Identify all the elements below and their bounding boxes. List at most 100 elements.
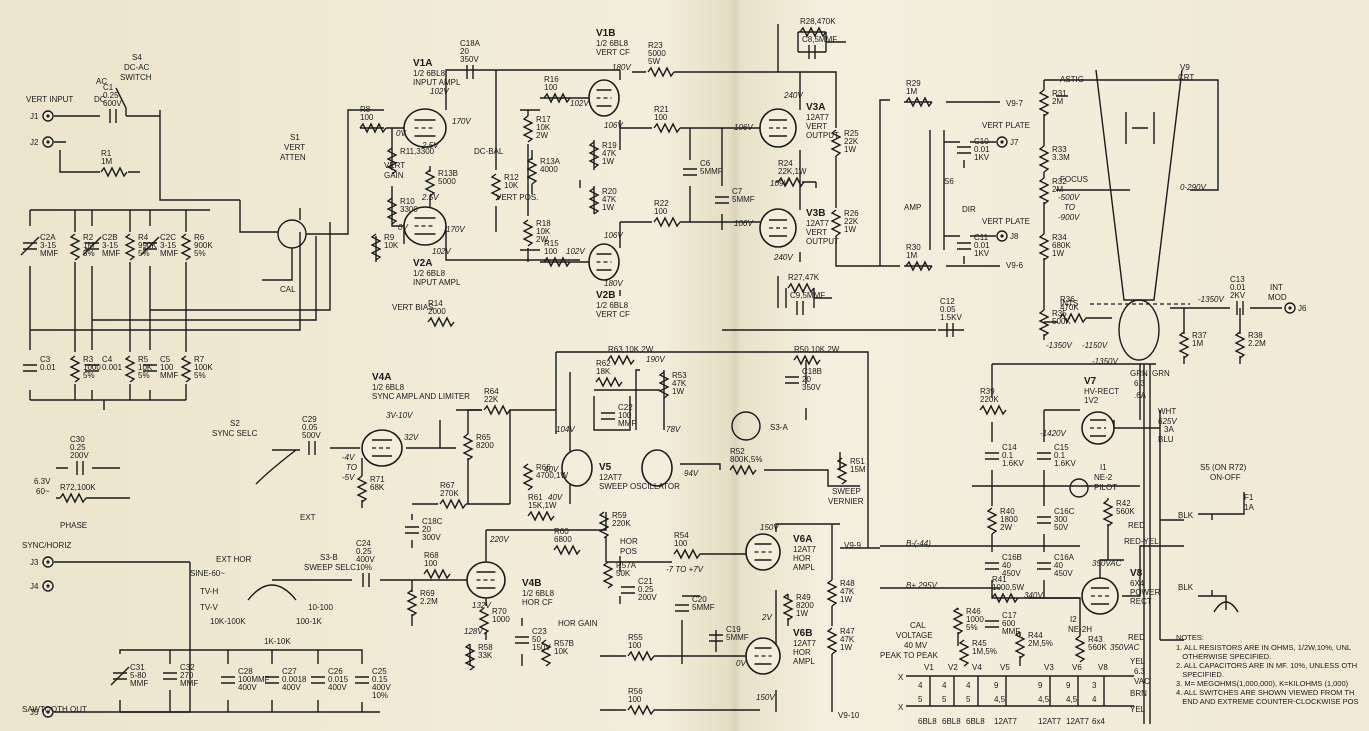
capacitor-label: 0.25: [103, 91, 119, 100]
capacitor-symbol: [957, 242, 971, 250]
tube-electrodes: [476, 571, 496, 589]
resistor-label: R20: [602, 187, 617, 196]
resistor-label: 47K: [840, 587, 855, 596]
resistor-label: 47K: [602, 149, 617, 158]
tube-electrodes: [769, 219, 787, 237]
jack-j6: J6: [1284, 302, 1307, 314]
resistor-label: 680K: [1052, 241, 1071, 250]
resistor-label: R46: [966, 607, 981, 616]
circuit-label: 1K-10K: [264, 637, 291, 646]
resistor-label: 100: [628, 695, 642, 704]
resistor-symbol: [124, 233, 136, 261]
resistor-label: 18K: [596, 367, 611, 376]
capacitor-label: 400V: [282, 683, 301, 692]
capacitor-label: 0.25: [638, 585, 654, 594]
resistor-label: R57A: [616, 561, 637, 570]
voltage-reading: -4V: [342, 453, 355, 462]
circuit-label: POS: [620, 547, 637, 556]
resistor-label: 1W: [1052, 249, 1064, 258]
jack-center: [46, 140, 50, 144]
note-line: 2. ALL CAPACITORS ARE IN MF. 10%, UNLESS…: [1176, 661, 1358, 670]
voltage-reading: 2.5V: [421, 193, 439, 202]
resistor-label: 10K: [554, 647, 569, 656]
resistor-symbol: [356, 475, 368, 503]
resistor-label: 2000: [428, 307, 446, 316]
resistor-label: 3.3M: [1052, 153, 1070, 162]
resistor-label: R12: [504, 173, 519, 182]
voltage-reading: 102V: [432, 247, 451, 256]
voltage-reading: 150V: [756, 693, 775, 702]
voltage-reading: 40V: [548, 493, 563, 502]
resistor-symbol: [647, 66, 675, 78]
resistor-label: R9: [384, 233, 395, 242]
voltage-reading: 78V: [666, 425, 681, 434]
resistor-label: R69: [420, 589, 435, 598]
resistor-label: 5%: [83, 249, 95, 258]
resistor-symbol: [522, 115, 534, 143]
capacitor-label: C18A: [460, 39, 481, 48]
resistor-symbol: [462, 433, 474, 461]
resistor-label: 100: [360, 113, 374, 122]
resistor-symbol: [370, 233, 382, 261]
circuit-label: RED: [1128, 521, 1145, 530]
circuit-label: S2: [230, 419, 240, 428]
resistor-label: R25: [844, 129, 859, 138]
voltage-reading: 109V: [770, 179, 789, 188]
resistor-label: 1W: [844, 145, 856, 154]
note-line: 3. M= MEGOHMS(1,000,000), K=KILOHMS (1,0…: [1176, 679, 1349, 688]
resistor-label: R41: [992, 575, 1007, 584]
capacitor-label: 300: [1054, 515, 1068, 524]
heater-x: X: [898, 673, 904, 682]
capacitor-label: C24: [356, 539, 371, 548]
resistor-label: 10K: [536, 227, 551, 236]
jack-j2: J2: [30, 136, 54, 148]
circuit-label: HOR GAIN: [558, 619, 598, 628]
resistor-label: R64: [484, 387, 499, 396]
capacitor-symbol: [709, 634, 723, 642]
resistor-symbol: [553, 544, 581, 556]
circuit-label: 3A: [1164, 425, 1174, 434]
circuit-label: S5 (ON R72): [1200, 463, 1247, 472]
resistor-label: R50,10K,2W: [794, 345, 840, 354]
trimmer-arrow: [82, 236, 102, 256]
circuit-label: VERT PLATE: [982, 217, 1030, 226]
jack-center: [1000, 234, 1004, 238]
capacitor-label: MMF: [102, 249, 120, 258]
capacitor-label: 5MMF: [726, 633, 749, 642]
resistor-label: R65: [476, 433, 491, 442]
resistor-label: R28,470K: [800, 17, 836, 26]
resistor-label: R72,100K: [60, 483, 96, 492]
resistor-label: R71: [370, 475, 385, 484]
resistor-label: 33K: [478, 651, 493, 660]
circuit-label: PHASE: [60, 521, 87, 530]
resistor-label: 1000,5W: [992, 583, 1024, 592]
heater-x: X: [898, 703, 904, 712]
resistor-symbol: [180, 355, 192, 383]
resistor-symbol: [958, 639, 970, 667]
resistor-symbol: [627, 650, 655, 662]
capacitor-symbol: [85, 242, 99, 250]
resistor-label: 2W: [536, 131, 548, 140]
resistor-label: R40: [1000, 507, 1015, 516]
resistor-label: 10K: [138, 363, 153, 372]
tube-desc: 1/2 6BL8: [413, 269, 446, 278]
